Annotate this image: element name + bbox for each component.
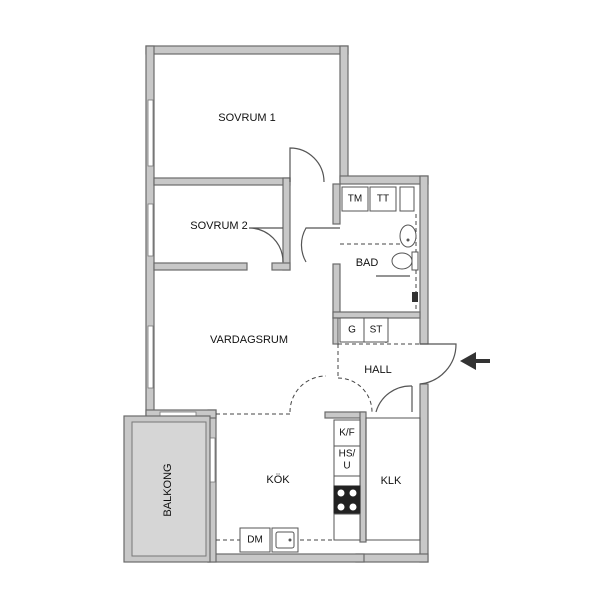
wall-s1-s2 bbox=[153, 177, 291, 186]
arrow-left-icon bbox=[460, 352, 490, 370]
door-swing-hall bbox=[337, 377, 373, 413]
hsu-label-1: HS/ bbox=[339, 449, 356, 460]
wall-right-upper bbox=[419, 175, 429, 345]
burner-3 bbox=[336, 502, 346, 512]
shower-mixer bbox=[412, 292, 418, 302]
wall-bad-left-bottom bbox=[332, 263, 341, 319]
bad-shelf bbox=[399, 186, 415, 212]
wall-bottom-right bbox=[355, 553, 429, 563]
dm-label: DM bbox=[247, 535, 263, 546]
hsu-box bbox=[333, 445, 361, 477]
st-box bbox=[363, 317, 389, 343]
st-label: ST bbox=[370, 325, 383, 336]
tm-label: TM bbox=[348, 194, 362, 205]
room-sovrum2: SOVRUM 2 bbox=[190, 220, 247, 232]
tt-box bbox=[369, 186, 397, 212]
wall-bad-bottom bbox=[332, 311, 421, 319]
wall-klk-left bbox=[359, 411, 367, 543]
toilet-tank bbox=[411, 251, 419, 271]
wall-s2-right bbox=[282, 177, 291, 271]
wall-top bbox=[145, 45, 349, 55]
kitchen-sink-basin bbox=[275, 531, 295, 549]
window-vardagsrum bbox=[147, 325, 154, 389]
door-swing-kitchen bbox=[289, 375, 327, 413]
tt-label: TT bbox=[377, 194, 389, 205]
balcony bbox=[123, 415, 211, 563]
dm-box bbox=[239, 527, 271, 553]
wall-bad-left-top bbox=[332, 183, 341, 225]
hsu-label-2: U bbox=[343, 461, 350, 472]
balcony-floor bbox=[131, 421, 207, 557]
room-kok: KÖK bbox=[266, 474, 290, 486]
window-sovrum2 bbox=[147, 203, 154, 257]
wall-s2-vardag-left bbox=[153, 262, 248, 271]
door-entrance bbox=[419, 343, 457, 385]
kitchen-fixtures: K/F HS/ U DM bbox=[239, 419, 361, 553]
burner-4 bbox=[348, 502, 358, 512]
room-balkong: BALKONG bbox=[162, 463, 174, 516]
burner-2 bbox=[348, 488, 358, 498]
wall-s2-vardag-right bbox=[271, 262, 291, 271]
doors bbox=[248, 147, 457, 413]
g-label: G bbox=[348, 325, 356, 336]
door-sovrum2 bbox=[248, 227, 284, 263]
kf-box bbox=[333, 419, 361, 447]
room-hall: HALL bbox=[364, 364, 392, 376]
sink-drain bbox=[406, 238, 410, 242]
toilet-icon bbox=[391, 252, 413, 270]
tm-box bbox=[341, 186, 369, 212]
wall-bottom-kitchen bbox=[207, 553, 365, 563]
wall-right-lower bbox=[419, 383, 429, 563]
door-bad bbox=[300, 227, 340, 263]
kf-label: K/F bbox=[339, 428, 355, 439]
wall-hall-kitchen bbox=[324, 411, 366, 419]
window-sovrum1 bbox=[147, 99, 154, 167]
kitchen-sink-drain bbox=[288, 538, 292, 542]
window-balcony-door bbox=[159, 411, 197, 417]
burner-1 bbox=[336, 488, 346, 498]
window-kok bbox=[209, 437, 216, 483]
door-sovrum1 bbox=[289, 147, 325, 183]
room-klk: KLK bbox=[381, 475, 402, 487]
counter-corner bbox=[333, 513, 361, 541]
klk-closet bbox=[365, 417, 421, 541]
bathroom-fixtures: TM TT bbox=[341, 186, 419, 302]
room-labels: SOVRUM 1 SOVRUM 2 BAD VARDAGSRUM HALL KÖ… bbox=[162, 112, 402, 517]
door-klk bbox=[375, 385, 413, 413]
kitchen-counter-gap bbox=[333, 475, 361, 487]
room-vardagsrum: VARDAGSRUM bbox=[210, 334, 288, 346]
hall-fixtures: G ST bbox=[339, 317, 389, 343]
room-sovrum1: SOVRUM 1 bbox=[218, 112, 275, 124]
wall-bad-top bbox=[339, 175, 429, 185]
sink-icon bbox=[399, 224, 417, 248]
room-bad: BAD bbox=[356, 257, 379, 269]
wall-sovrum1-right bbox=[339, 45, 349, 183]
wall-hall-left bbox=[332, 317, 339, 345]
